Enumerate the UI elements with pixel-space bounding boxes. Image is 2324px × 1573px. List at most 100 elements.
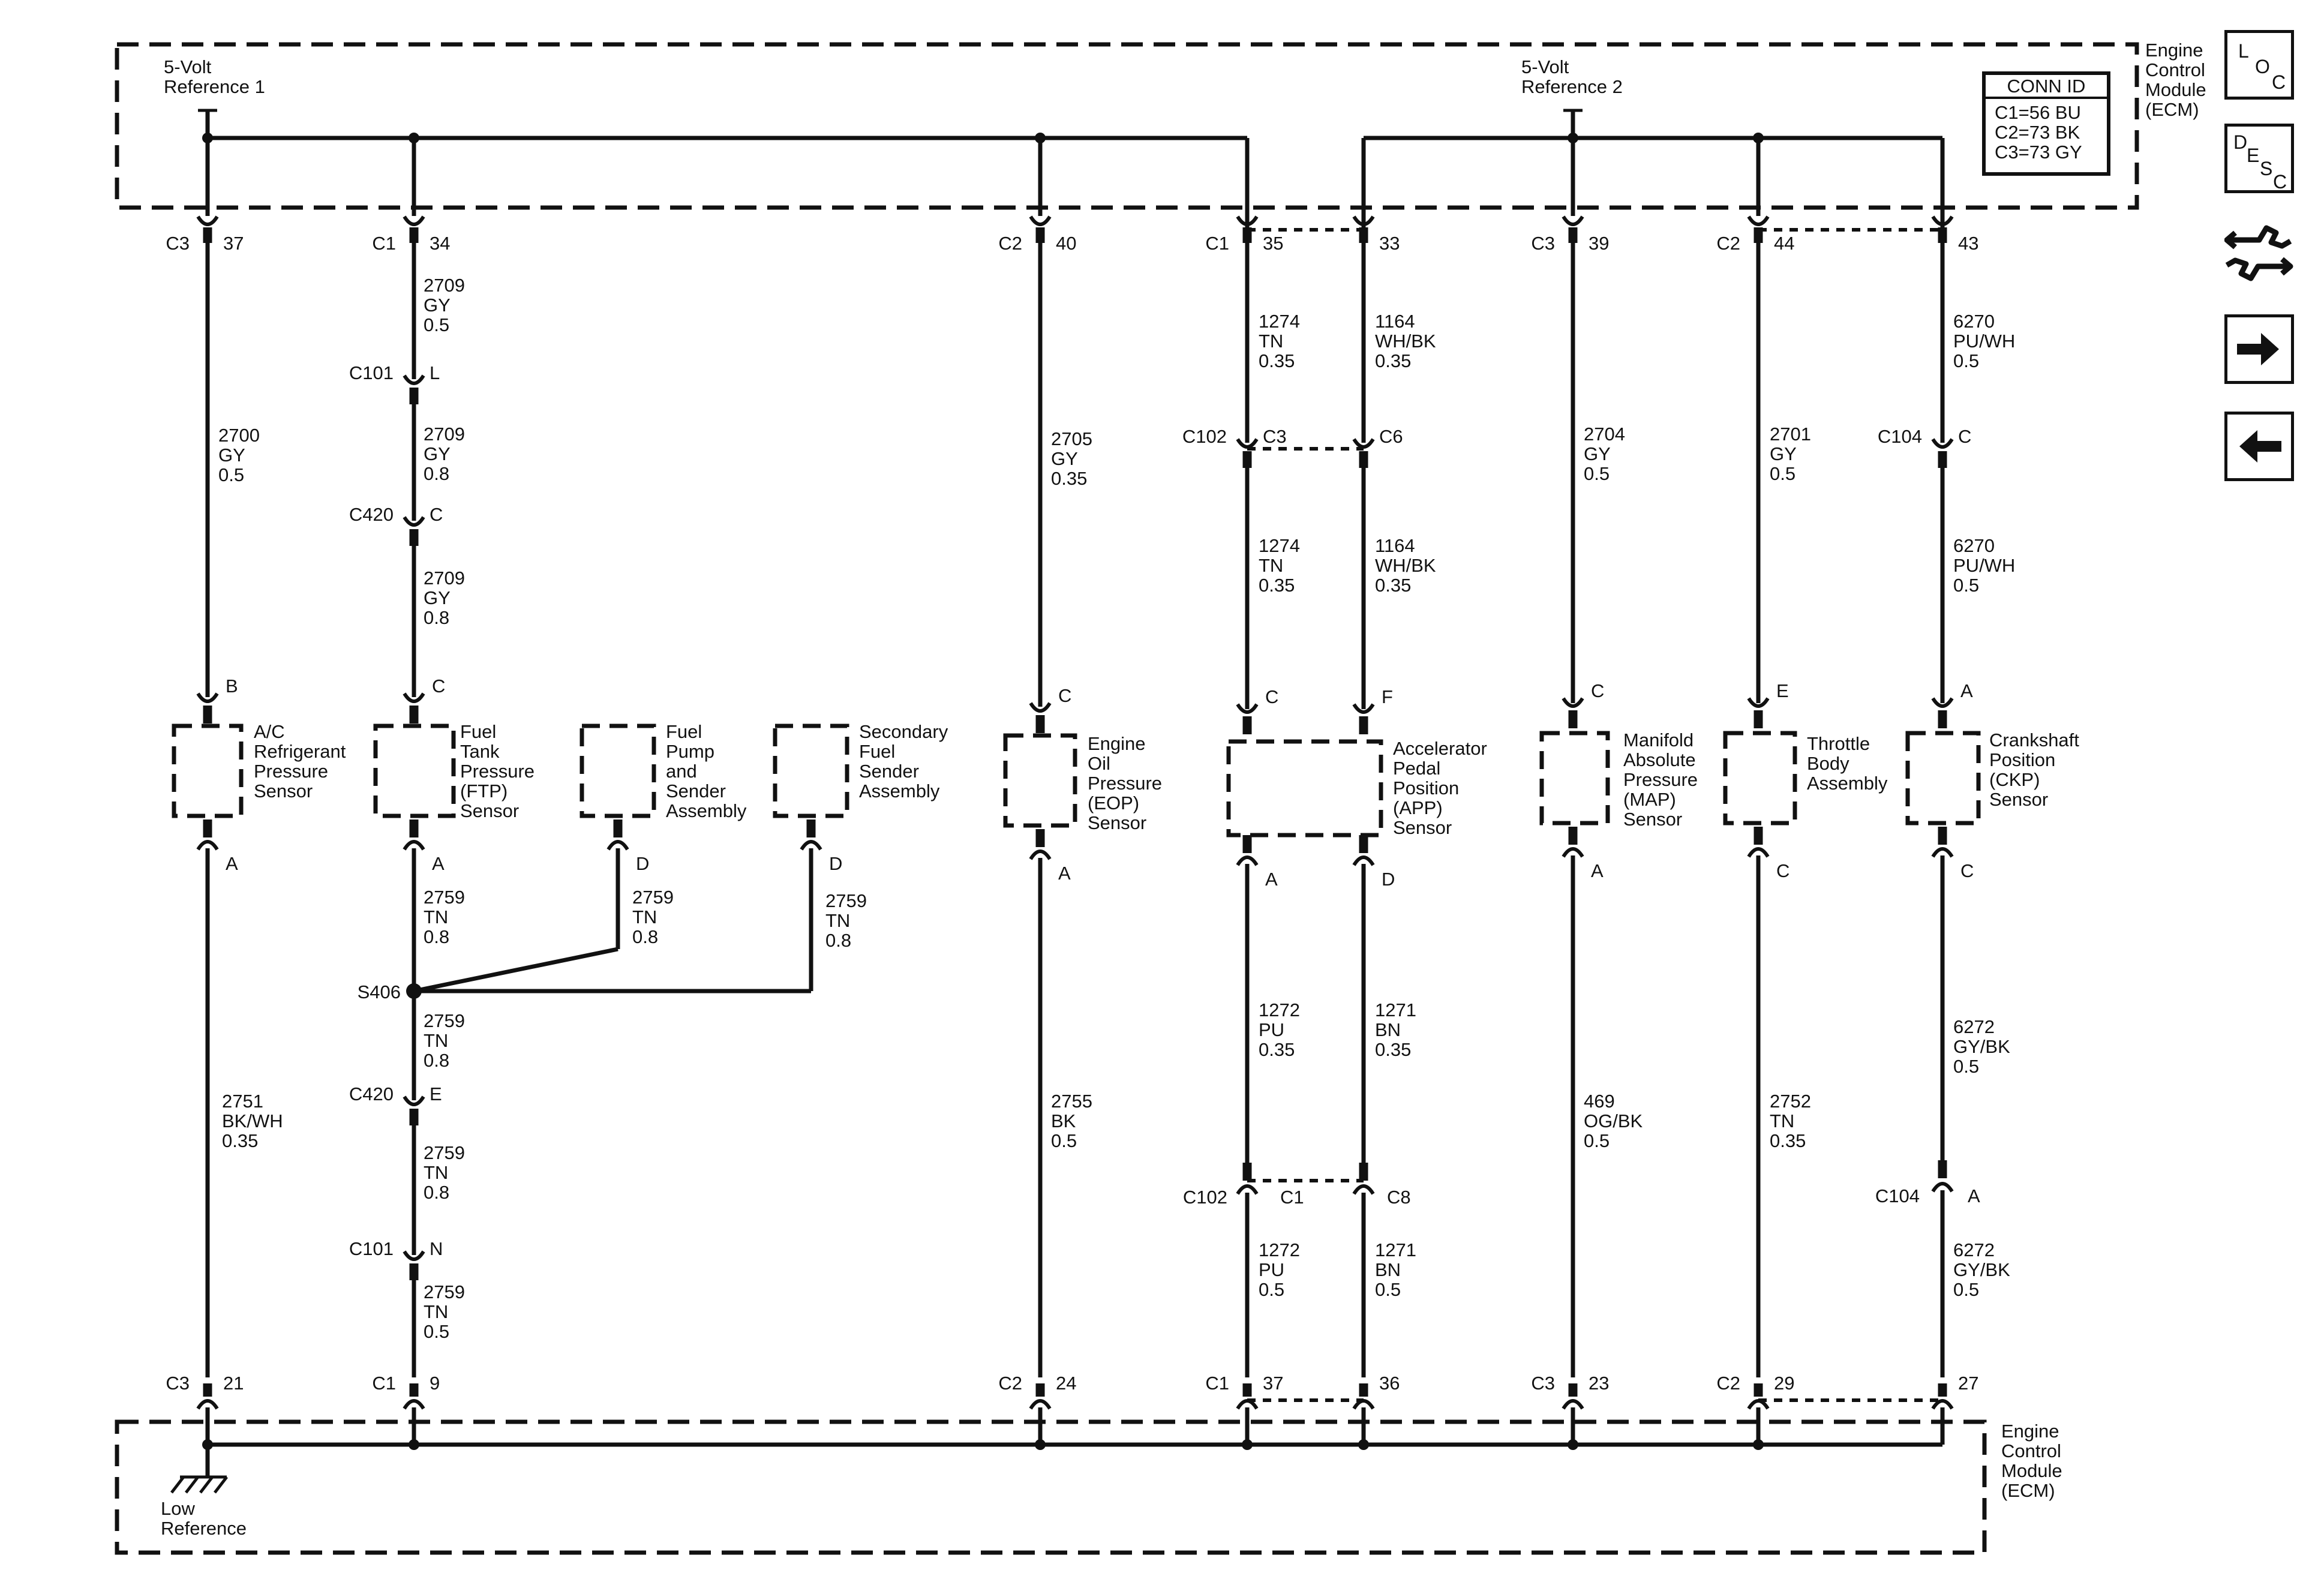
wire-label: 469 [1584, 1091, 1615, 1112]
ecm-bottom-terminal [1562, 1399, 1584, 1410]
tool-button[interactable] [2224, 216, 2294, 286]
component-terminal [1747, 697, 1770, 708]
component-terminal [1931, 847, 1954, 858]
component-terminal [1931, 697, 1954, 708]
wire-label: 1271 [1375, 1239, 1416, 1260]
wire-label: BN [1375, 1019, 1401, 1040]
wire-label: 0.35 [1770, 1130, 1806, 1151]
ground-hatch [185, 1476, 199, 1494]
ecm-top-terminal [1236, 215, 1259, 226]
inline-connector-id: C104 [1875, 1185, 1920, 1206]
ecm-top-label: (ECM) [2145, 99, 2199, 120]
wire-label: GY [218, 445, 245, 466]
ecm-top-pin-number: 39 [1589, 233, 1609, 254]
component-terminal [1352, 703, 1375, 714]
component-terminal [1029, 849, 1052, 860]
desc-letter-e: E [2247, 145, 2260, 166]
wire-label: 0.5 [1953, 575, 1979, 596]
ecm-top-pin-number: 44 [1774, 233, 1794, 254]
fuel-pump-sender-label: Sender [666, 781, 726, 801]
ac-refrigerant-pressure-sensor-label: Refrigerant [254, 741, 346, 762]
component-pin-label: E [1776, 680, 1789, 701]
inline-connector-pin: C1 [1280, 1187, 1304, 1208]
component-terminal [196, 840, 219, 851]
wire-label: 2759 [825, 890, 867, 911]
wire-label: 1274 [1259, 311, 1300, 332]
wire-label: 6270 [1953, 535, 1995, 556]
desc-letter-s: S [2260, 158, 2273, 179]
wire-label: 1164 [1375, 535, 1415, 556]
wire-label: 1272 [1259, 999, 1300, 1020]
ecm-bottom-terminal [196, 1399, 219, 1410]
wrench-arrows-icon [2224, 225, 2293, 281]
ecm-top-connector-id: C3 [166, 233, 190, 254]
inline-connector-terminal [1931, 438, 1954, 449]
ecm-top-pin-number: 43 [1958, 233, 1978, 254]
ground-hatch [214, 1476, 228, 1494]
ftp-sensor-label: Fuel [460, 721, 496, 742]
ftp-sensor-label: Pressure [460, 761, 535, 782]
component-pin-label: C [1591, 680, 1604, 701]
inline-connector-id: C420 [349, 1083, 394, 1104]
ecm-top-terminal [196, 215, 219, 226]
wire [413, 947, 618, 993]
ecm-top-label: Engine [2145, 40, 2203, 61]
loc-button[interactable]: L O C [2224, 30, 2294, 100]
ecm-top-connector-id: C1 [372, 233, 396, 254]
wire-label: 2751 [222, 1091, 263, 1112]
component-terminal [800, 840, 822, 851]
ecm-bottom-terminal [403, 1399, 425, 1410]
ac-refrigerant-pressure-sensor-box [172, 724, 244, 818]
next-button[interactable] [2224, 314, 2294, 384]
eop-sensor-label: Pressure [1088, 773, 1162, 794]
inline-connector-terminal [403, 1095, 425, 1106]
component-pin-label: C [1265, 686, 1278, 707]
wire-label: PU [1259, 1259, 1284, 1280]
ac-refrigerant-pressure-sensor-label: A/C [254, 721, 285, 742]
app-sensor-label: Accelerator [1393, 738, 1487, 759]
desc-button[interactable]: D E S C [2224, 124, 2294, 193]
component-pin-label: C [1058, 685, 1071, 706]
wire-label: 0.35 [1051, 468, 1087, 489]
wire-label: 0.5 [1770, 463, 1795, 484]
ref1-label: 5-Volt [164, 56, 212, 77]
component-terminal [403, 840, 425, 851]
wire-label: 0.5 [1584, 1130, 1610, 1151]
inline-connector-terminal [403, 374, 425, 385]
ecm-top-connector-id: C2 [1716, 233, 1740, 254]
ecm-top-connector-id: C1 [1205, 233, 1229, 254]
wire-label: 0.8 [424, 607, 449, 628]
wire-label: 0.8 [632, 926, 658, 947]
wire-label: GY [1770, 443, 1797, 464]
wire-label: TN [1259, 331, 1283, 352]
ecm-bottom-connector-id: C3 [166, 1373, 190, 1394]
wire-label: 0.5 [1953, 1279, 1979, 1300]
loc-letter-l: L [2238, 40, 2249, 62]
inline-connector-pin: C6 [1379, 426, 1403, 447]
map-sensor-label: Manifold [1623, 730, 1694, 751]
wire-label: 0.5 [1953, 350, 1979, 371]
inline-connector-id: C102 [1183, 1187, 1227, 1208]
component-terminal [403, 692, 425, 703]
wire-label: PU [1259, 1019, 1284, 1040]
eop-sensor-label: Engine [1088, 733, 1146, 754]
map-sensor-box [1539, 731, 1610, 825]
low-reference-label: Low [161, 1498, 195, 1519]
ecm-bottom-connector-id: C1 [372, 1373, 396, 1394]
prev-button[interactable] [2224, 412, 2294, 481]
app-sensor-label: Position [1393, 778, 1459, 798]
ecm-bottom-pin-number: 27 [1958, 1373, 1978, 1394]
ckp-sensor-label: (CKP) [1989, 769, 2040, 790]
wire-label: TN [1770, 1110, 1794, 1131]
inline-connector-pin: N [430, 1238, 443, 1259]
component-pin-label: A [1058, 863, 1071, 884]
ecm-top-terminal [1931, 215, 1954, 226]
wire-label: 0.5 [1375, 1279, 1401, 1300]
wire-label: GY [424, 295, 451, 316]
ecm-top-terminal [1352, 215, 1375, 226]
ecm-bottom-connector-id: C2 [1716, 1373, 1740, 1394]
wire-label: BN [1375, 1259, 1401, 1280]
ecm-top-label: Module [2145, 79, 2206, 100]
eop-sensor-box [1003, 733, 1077, 828]
ecm-top-label: Control [2145, 59, 2205, 80]
